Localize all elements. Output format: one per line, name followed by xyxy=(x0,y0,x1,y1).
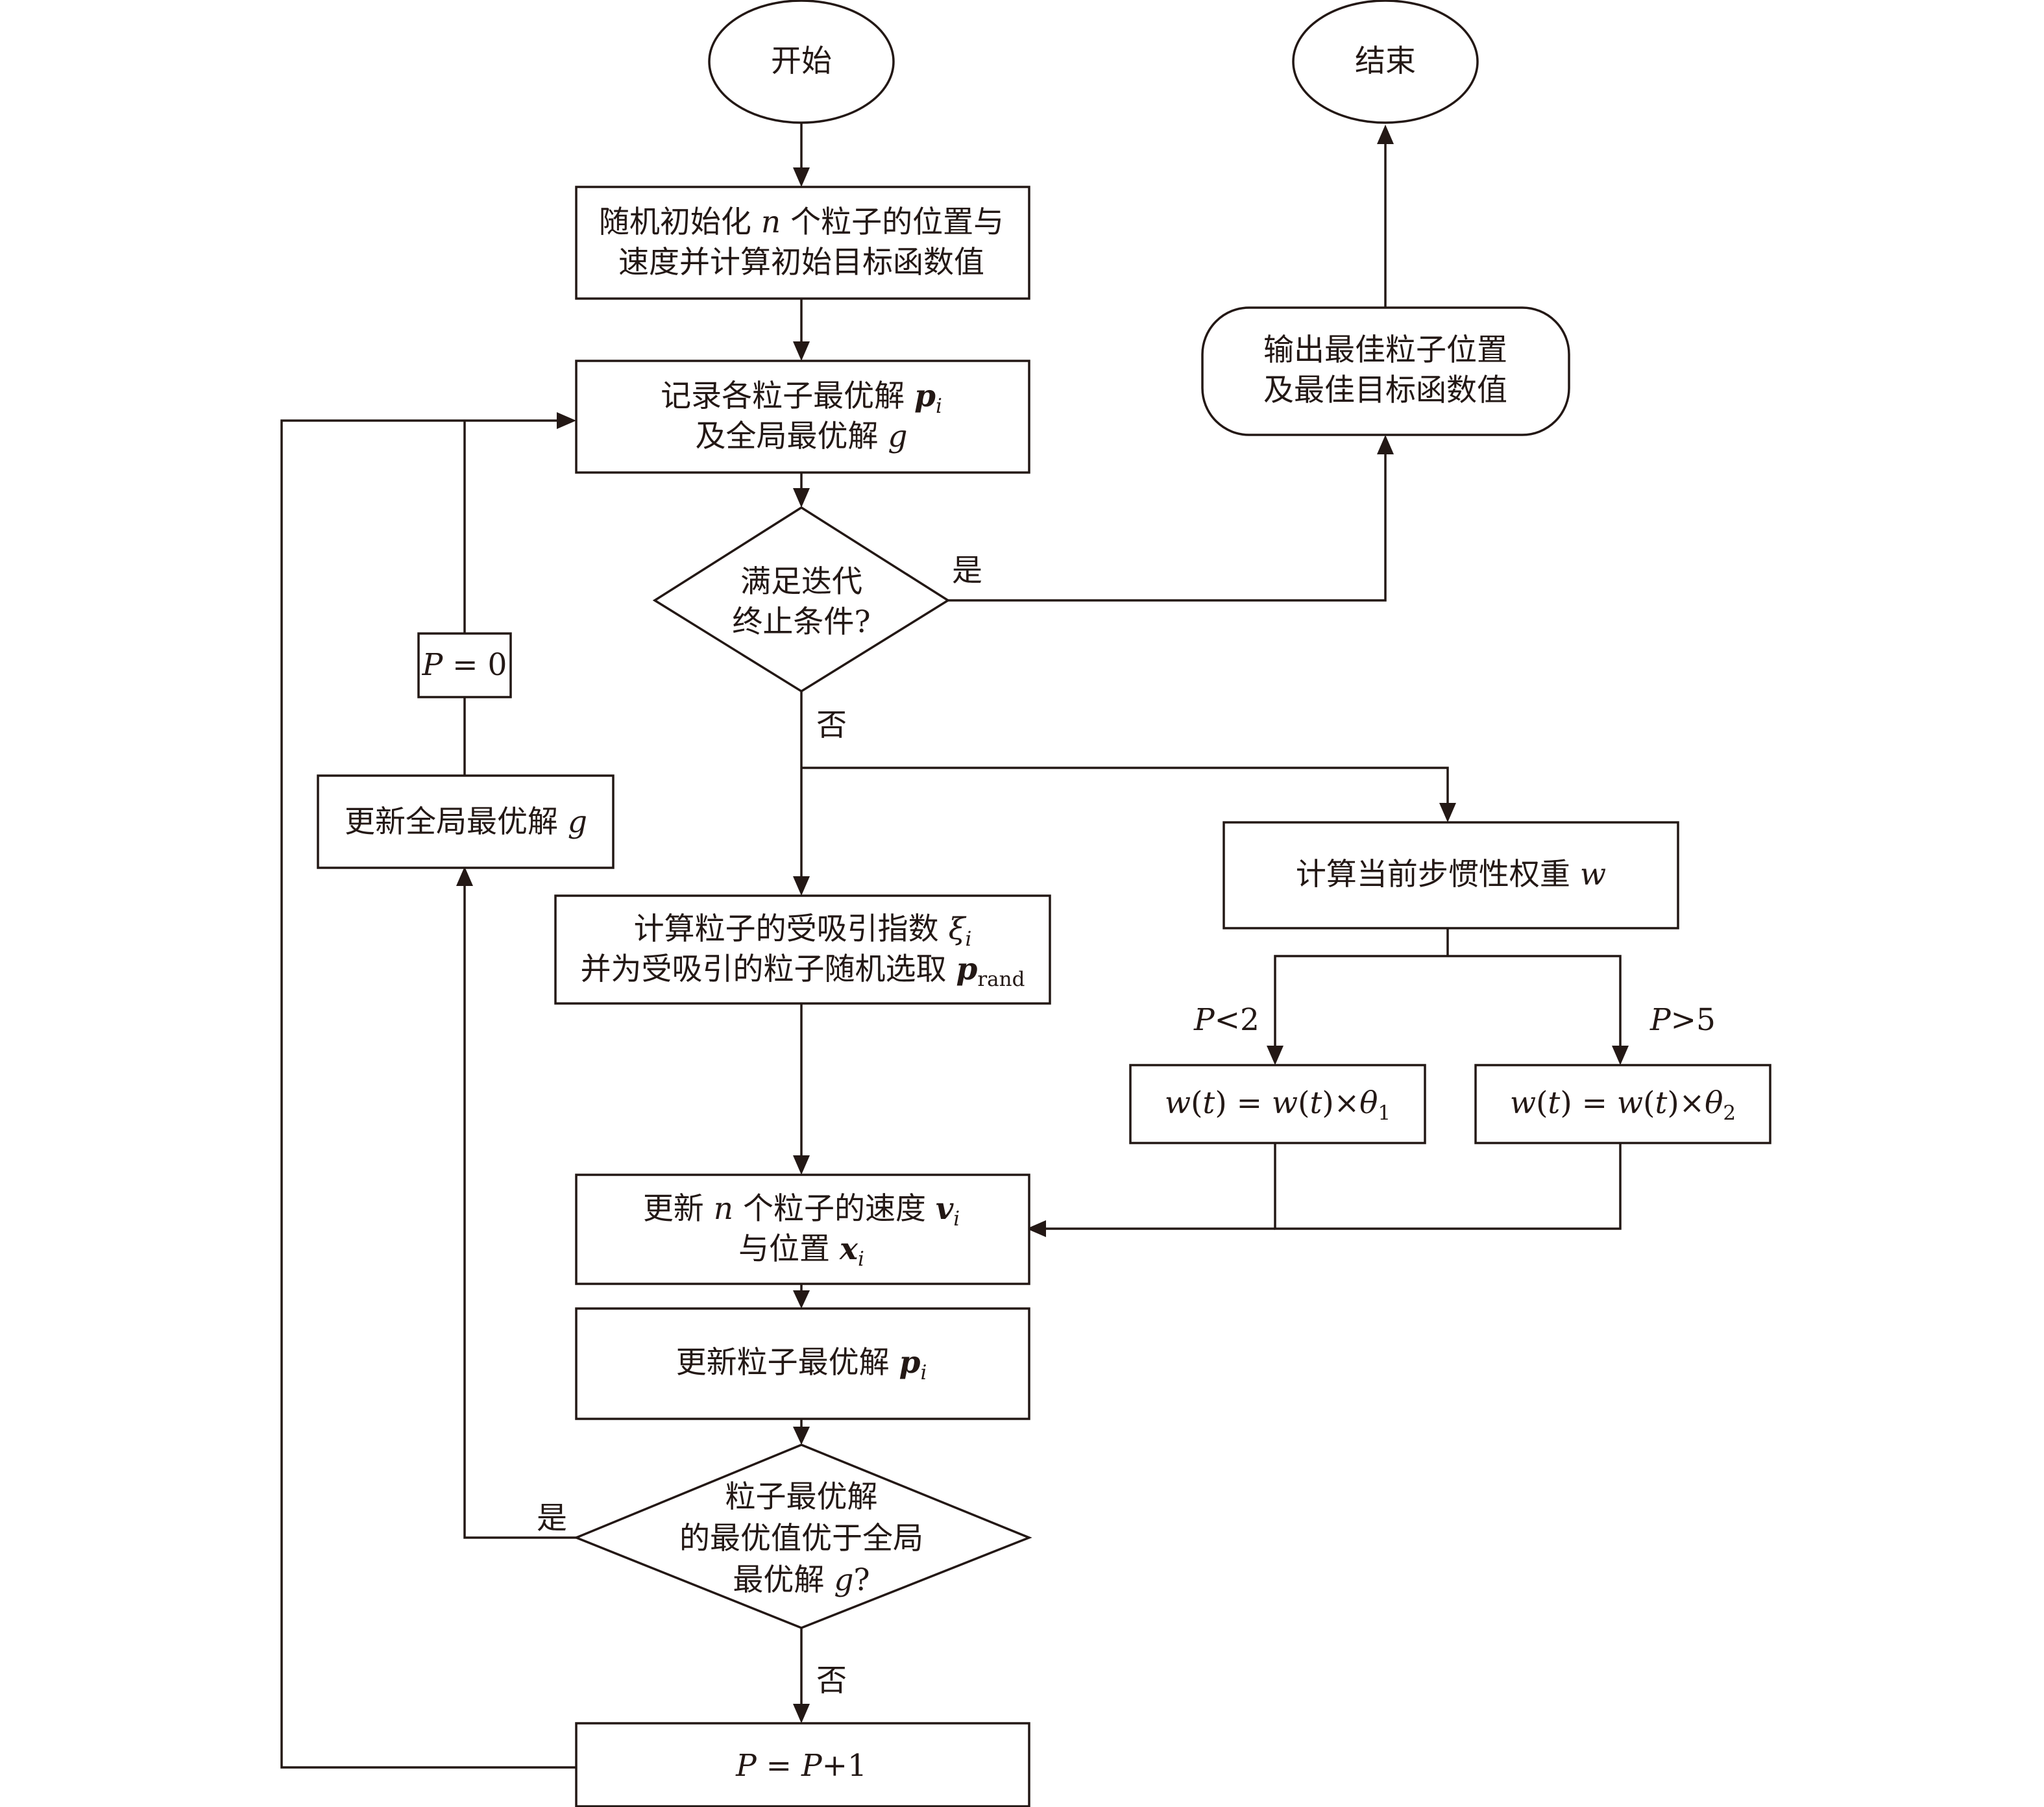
node-record-line2: 及全局最优解 g xyxy=(695,419,907,454)
arrowhead xyxy=(793,1290,810,1309)
arrowhead xyxy=(1439,803,1456,822)
node-update-global: 更新全局最优解 g xyxy=(317,774,614,869)
node-init-line1: 随机初始化 n 个粒子的位置与 xyxy=(599,204,1004,240)
edge-label-iter-yes: 是 xyxy=(952,553,982,589)
arrowhead xyxy=(1612,1046,1629,1065)
arrowhead xyxy=(793,1155,810,1175)
node-update-pbest: 更新粒子最优解 pi xyxy=(575,1307,1030,1420)
node-update-vel-line2: 与位置 xi xyxy=(738,1231,864,1271)
node-output-line1: 输出最佳粒子位置 xyxy=(1263,332,1507,368)
arrowhead xyxy=(557,412,576,429)
node-update-pbest-label: 更新粒子最优解 pi xyxy=(676,1345,927,1384)
arrowhead xyxy=(1377,435,1394,454)
edge-compare-global xyxy=(463,886,578,1539)
node-update-vel: 更新 n 个粒子的速度 vi 与位置 xi xyxy=(575,1174,1030,1285)
arrowhead xyxy=(1377,125,1394,144)
node-update-vel-line1: 更新 n 个粒子的速度 vi xyxy=(643,1191,960,1231)
node-calc-attract-line2: 并为受吸引的粒子随机选取 prand xyxy=(581,952,1025,991)
node-update-global-label: 更新全局最优解 g xyxy=(345,804,587,840)
node-w2: w(t) = w(t)×θ2 xyxy=(1474,1064,1771,1144)
edge-check-output xyxy=(948,447,1387,602)
edge-label-p-gt: P>5 xyxy=(1649,1002,1716,1038)
edge-label-cmp-no: 否 xyxy=(816,1663,847,1699)
arrowhead xyxy=(1267,1046,1284,1065)
edge-label-cmp-yes: 是 xyxy=(537,1501,567,1536)
edge-label-p-lt: P<2 xyxy=(1193,1002,1259,1038)
node-p-inc-label: P = P+1 xyxy=(735,1748,867,1784)
node-calc-weight: 计算当前步惯性权重 w xyxy=(1223,821,1679,929)
arrowheads xyxy=(456,125,1629,1723)
node-end-label: 结束 xyxy=(1355,43,1416,79)
edge-labels: 是 否 P<2 P>5 是 否 xyxy=(537,553,1716,1699)
node-compare: 粒子最优解 的最优值优于全局 最优解 g? xyxy=(573,1444,1032,1629)
node-start-label: 开始 xyxy=(771,43,832,79)
node-calc-attract-line1: 计算粒子的受吸引指数 ξi xyxy=(634,911,972,951)
node-output: 输出最佳粒子位置 及最佳目标函数值 xyxy=(1201,306,1570,436)
node-record-line1: 记录各粒子最优解 pi xyxy=(661,378,942,418)
arrowhead xyxy=(793,488,810,508)
node-record: 记录各粒子最优解 pi 及全局最优解 g xyxy=(575,360,1030,474)
edge-w-merge xyxy=(1274,1143,1622,1230)
node-init: 随机初始化 n 个粒子的位置与 速度并计算初始目标函数值 xyxy=(575,186,1030,300)
node-p-zero: P = 0 xyxy=(417,632,512,698)
node-start: 开始 xyxy=(708,0,895,124)
node-w2-formula: w(t) = w(t)×θ2 xyxy=(1510,1085,1736,1125)
node-compare-line3: 最优解 g? xyxy=(733,1562,870,1598)
edge-label-iter-no: 否 xyxy=(816,707,847,743)
node-output-line2: 及最佳目标函数值 xyxy=(1263,373,1507,408)
node-w1: w(t) = w(t)×θ1 xyxy=(1129,1064,1426,1144)
node-calc-attract: 计算粒子的受吸引指数 ξi 并为受吸引的粒子随机选取 prand xyxy=(554,894,1051,1005)
edge-split-left xyxy=(1274,955,1622,1046)
node-init-line2: 速度并计算初始目标函数值 xyxy=(618,245,984,280)
edge-pinc-record xyxy=(280,419,576,1769)
edge-branch-weight xyxy=(801,767,1449,803)
arrowhead xyxy=(793,167,810,187)
node-p-inc: P = P+1 xyxy=(575,1722,1030,1807)
node-check-iter-line1: 满足迭代 xyxy=(740,564,862,600)
arrowhead xyxy=(793,1704,810,1723)
node-compare-line2: 的最优值优于全局 xyxy=(679,1521,923,1556)
arrowhead xyxy=(456,867,473,886)
node-end: 结束 xyxy=(1292,0,1479,124)
arrowhead xyxy=(793,1427,810,1445)
node-p-zero-label: P = 0 xyxy=(422,647,507,683)
node-check-iter: 满足迭代 终止条件? xyxy=(652,506,951,693)
node-compare-line1: 粒子最优解 xyxy=(725,1479,878,1515)
arrowhead xyxy=(1027,1220,1046,1237)
node-calc-weight-label: 计算当前步惯性权重 w xyxy=(1296,857,1606,892)
arrowhead xyxy=(793,876,810,896)
node-w1-formula: w(t) = w(t)×θ1 xyxy=(1165,1085,1391,1125)
arrowhead xyxy=(793,341,810,361)
node-check-iter-line2: 终止条件? xyxy=(732,604,870,640)
connectors xyxy=(280,123,1622,1769)
